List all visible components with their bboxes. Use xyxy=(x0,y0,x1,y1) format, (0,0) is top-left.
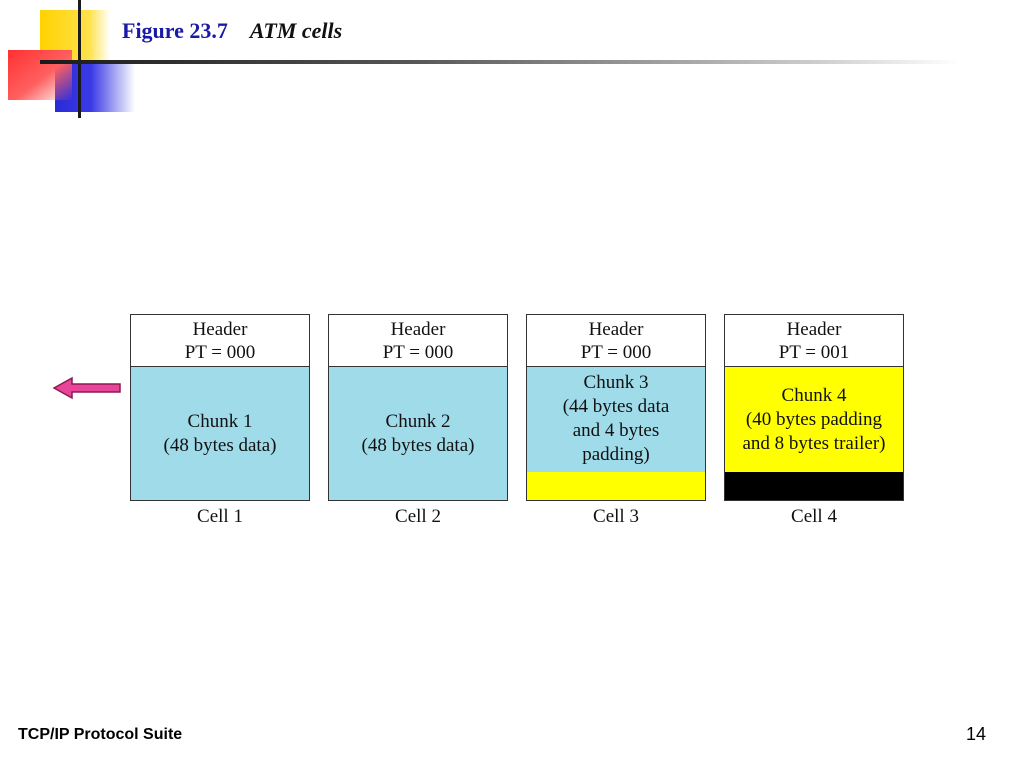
cell-header: Header PT = 000 xyxy=(329,315,507,367)
header-pt-value: PT = 001 xyxy=(778,342,850,363)
header-label: Header xyxy=(192,319,248,340)
cell-caption: Cell 1 xyxy=(197,506,243,527)
cell-header: Header PT = 000 xyxy=(527,315,705,367)
chunk-line: and 8 bytes trailer) xyxy=(742,432,886,454)
corner-vertical-line xyxy=(78,0,81,118)
chunk-line: (44 bytes data xyxy=(562,396,670,417)
header-label: Header xyxy=(588,319,644,340)
padding-block xyxy=(527,472,705,500)
data-chunk: Chunk 2 (48 bytes data) xyxy=(329,367,507,500)
figure-caption: ATM cells xyxy=(249,18,343,43)
chunk-line: Chunk 3 xyxy=(583,372,649,393)
atm-cell-2: Header PT = 000 Chunk 2 (48 bytes data) xyxy=(328,314,508,501)
chunk-line: padding) xyxy=(582,444,650,465)
padding-chunk: Chunk 4 (40 bytes padding and 8 bytes tr… xyxy=(725,367,903,472)
data-chunk: Chunk 1 (48 bytes data) xyxy=(131,367,309,500)
header-label: Header xyxy=(390,319,446,340)
footer-title: TCP/IP Protocol Suite xyxy=(18,726,183,743)
header-pt-value: PT = 000 xyxy=(382,342,454,363)
chunk-line: (40 bytes padding xyxy=(745,408,883,430)
header-pt-value: PT = 000 xyxy=(184,342,256,363)
atm-cell-3: Header PT = 000 Chunk 3 (44 bytes data a… xyxy=(526,314,706,501)
cell-caption: Cell 2 xyxy=(395,506,441,527)
header-pt-value: PT = 000 xyxy=(580,342,652,363)
cell-payload: Chunk 3 (44 bytes data and 4 bytes paddi… xyxy=(527,367,705,500)
chunk-line: (48 bytes data) xyxy=(163,434,277,456)
corner-red-square xyxy=(8,50,72,100)
cell-payload: Chunk 1 (48 bytes data) xyxy=(131,367,309,500)
chunk-line: Chunk 1 xyxy=(187,410,253,432)
chunk-line: Chunk 4 xyxy=(781,384,847,406)
figure-label: Figure 23.7 xyxy=(122,18,228,43)
trailer-block xyxy=(725,472,903,500)
cell-caption: Cell 4 xyxy=(791,506,837,527)
cell-payload: Chunk 2 (48 bytes data) xyxy=(329,367,507,500)
cell-header: Header PT = 001 xyxy=(725,315,903,367)
cell-caption: Cell 3 xyxy=(593,506,639,527)
page-number: 14 xyxy=(966,724,987,744)
cell-payload: Chunk 4 (40 bytes padding and 8 bytes tr… xyxy=(725,367,903,500)
atm-cell-4: Header PT = 001 Chunk 4 (40 bytes paddin… xyxy=(724,314,904,501)
chunk-line: and 4 bytes xyxy=(572,420,660,441)
atm-cell-1: Header PT = 000 Chunk 1 (48 bytes data) xyxy=(130,314,310,501)
header-label: Header xyxy=(786,319,842,340)
title-underline xyxy=(40,60,960,64)
slide-title: Figure 23.7 ATM cells xyxy=(122,18,342,44)
chunk-line: (48 bytes data) xyxy=(361,434,475,456)
data-chunk: Chunk 3 (44 bytes data and 4 bytes paddi… xyxy=(527,367,705,472)
cell-header: Header PT = 000 xyxy=(131,315,309,367)
chunk-line: Chunk 2 xyxy=(385,410,451,432)
left-arrow-icon xyxy=(52,376,121,400)
